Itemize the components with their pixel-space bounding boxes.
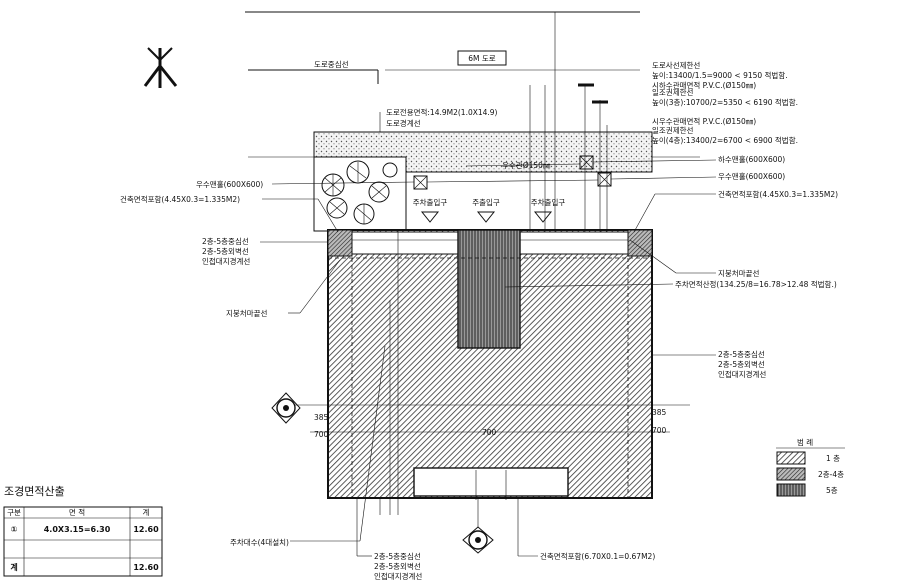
road-centerline-label: 도로중심선 — [314, 59, 349, 69]
entrance-label: 주차출입구 — [413, 197, 448, 207]
note-left: 인접대지경계선 — [202, 256, 250, 266]
note-left: 2층-5층중심선 — [202, 236, 249, 246]
note-right: 높이(3층):10700/2=5350 < 6190 적법함. — [652, 97, 798, 107]
road-name-box — [457, 50, 507, 66]
manhole-icon — [413, 155, 612, 190]
manhole-label: 하수맨홀(600X600) — [718, 154, 785, 164]
dimension-label: 700 — [482, 428, 497, 437]
road-name-label: 6M 도로 — [468, 54, 496, 63]
section-marker-left — [271, 392, 301, 424]
dimension-label: 700 — [314, 430, 329, 439]
manhole-label: 우수맨홀(600X600) — [718, 171, 785, 181]
parking-bay-right — [519, 231, 629, 255]
table-header: 계 — [143, 507, 150, 517]
bottom-opening — [413, 467, 569, 497]
landscape-area — [313, 156, 407, 232]
table-header: 구분 — [7, 508, 21, 517]
note-right: 일조권제한선 — [652, 88, 693, 97]
entrance-label: 주차출입구 — [531, 197, 566, 207]
parking-bay-left — [347, 231, 459, 255]
legend: 범 례 1 층 2층-4층 5층 — [776, 437, 845, 497]
note-right: 2층-5층외벽선 — [718, 359, 765, 369]
entrance-label: 주출입구 — [472, 197, 500, 207]
note-right: 시우수관매면적 P.V.C.(Ø150㎜) — [652, 116, 756, 126]
table-cell: ① — [11, 525, 18, 534]
table-cell: 12.60 — [133, 525, 159, 534]
note-bottom: 건축면적포함(6.70X0.1=0.67M2) — [540, 551, 655, 561]
legend-item: 5층 — [826, 486, 838, 495]
road-widening-label: 도로전용면적:14.9M2(1.0X14.9) — [386, 107, 498, 117]
pipe-label: 우수관Ø150㎜ — [502, 160, 551, 170]
note-bottom: 2층-5층외벽선 — [374, 561, 421, 571]
note-right: 인접대지경계선 — [718, 369, 766, 379]
note-right: 시하수관매면적 P.V.C.(Ø150㎜) — [652, 80, 756, 90]
legend-item: 2층-4층 — [818, 470, 844, 479]
note-right: 주차면적산정(134.25/8=16.78>12.48 적법함.) — [675, 279, 837, 289]
section-marker-bottom — [462, 526, 494, 554]
manhole-label: 우수맨홀(600X600) — [196, 179, 263, 189]
table-cell: 4.0X3.15=6.30 — [44, 525, 111, 534]
entrance-arrow-icon — [420, 211, 553, 223]
legend-title: 범 례 — [797, 437, 813, 447]
table-header: 면 적 — [69, 507, 85, 517]
table-cell: 12.60 — [133, 563, 159, 572]
note-right: 높이(4층):13400/2=6700 < 6900 적법함. — [652, 135, 798, 145]
note-bottom: 인접대지경계선 — [374, 571, 422, 581]
note-left: 주차대수(4대설치) — [230, 538, 289, 547]
road-boundary-label: 도로경계선 — [386, 118, 421, 128]
note-right: 건축면적포함(4.45X0.3=1.335M2) — [718, 189, 838, 199]
landscape-title: 조경면적산출 — [4, 485, 65, 498]
dimension-label: 700 — [652, 426, 667, 435]
note-bottom: 2층-5층중심선 — [374, 551, 421, 561]
note-right: 도로사선제한선 — [652, 61, 700, 70]
note-left: 지붕처마끝선 — [226, 309, 267, 318]
note-right: 지붕처마끝선 — [718, 269, 759, 278]
landscape-table: 조경면적산출 구분 면 적 계 ① 4.0X3.15=6.30 12.60 계 … — [3, 485, 163, 577]
note-right: 높이:13400/1.5=9000 < 9150 적법함. — [652, 70, 788, 80]
dimension-label: 385 — [652, 408, 667, 417]
legend-item: 1 층 — [826, 454, 840, 463]
note-right: 2층-5층중심선 — [718, 349, 765, 359]
note-right: 일조권제한선 — [652, 126, 693, 135]
dimension-label: 385 — [314, 413, 329, 422]
core-5f — [457, 229, 521, 349]
north-arrow-icon — [143, 47, 178, 88]
note-left: 건축면적포함(4.45X0.3=1.335M2) — [120, 194, 240, 204]
note-left: 2층-5층외벽선 — [202, 246, 249, 256]
table-cell: 계 — [10, 562, 17, 572]
tree-icon — [321, 160, 398, 225]
